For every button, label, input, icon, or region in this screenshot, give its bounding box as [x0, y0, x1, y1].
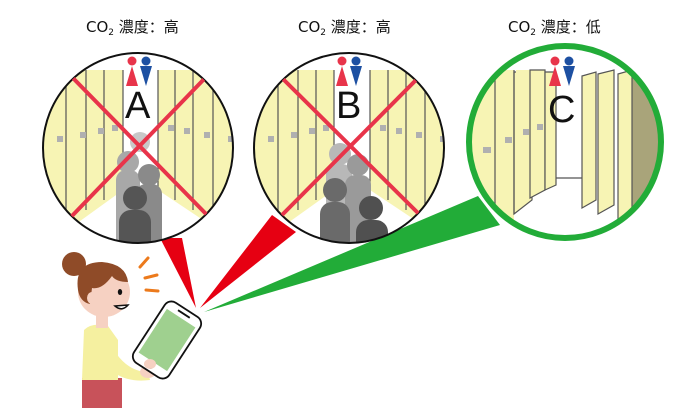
restroom-icon-c	[549, 56, 575, 86]
beam-a	[160, 238, 196, 308]
cross-mark-b	[280, 76, 422, 217]
label-c: CO2 濃度：低	[508, 16, 601, 38]
beam-b	[200, 215, 296, 308]
stall-letter-a: A	[125, 85, 151, 127]
label-b-sub: 2	[320, 28, 327, 38]
label-a-sub: 2	[108, 28, 115, 38]
circle-a: A	[42, 52, 234, 244]
restroom-icon-a	[126, 56, 152, 86]
label-c-sub: 2	[530, 28, 537, 38]
tablet-icon	[131, 300, 203, 380]
woman-illustration	[62, 252, 203, 408]
stall-letter-b: B	[336, 85, 361, 127]
label-a: CO2 濃度：高	[86, 16, 179, 38]
cross-mark-a	[68, 73, 212, 220]
label-a-prefix: CO	[86, 18, 109, 36]
stall-letter-c: C	[548, 89, 575, 131]
label-c-prefix: CO	[508, 18, 531, 36]
label-c-text: 濃度：低	[536, 18, 601, 36]
beam-c	[204, 196, 500, 312]
restroom-icon-b	[336, 56, 362, 86]
label-a-text: 濃度：高	[114, 18, 179, 36]
excitement-marks	[138, 256, 160, 293]
label-b: CO2 濃度：高	[298, 16, 391, 38]
crowd-a	[116, 132, 162, 243]
label-b-text: 濃度：高	[326, 18, 391, 36]
label-b-prefix: CO	[298, 18, 321, 36]
